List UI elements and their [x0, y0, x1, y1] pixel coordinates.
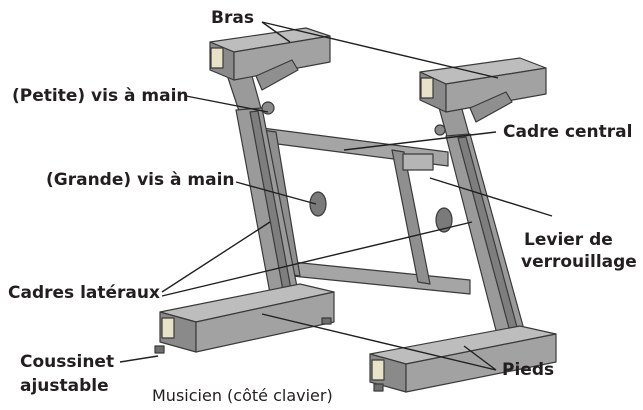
label-cadre-central: Cadre central: [503, 122, 633, 142]
large-hand-screw-right: [435, 207, 453, 233]
leader-bras-left: [261, 21, 291, 43]
large-hand-screw: [309, 191, 327, 217]
leader-pieds-right: [463, 345, 497, 371]
label-coussinet-line1: Coussinet: [20, 352, 115, 372]
leader-grande-vis: [235, 181, 317, 205]
leader-bras-right: [261, 21, 499, 79]
leader-coussinet: [119, 355, 159, 363]
label-grande-vis: (Grande) vis à main: [46, 170, 235, 190]
left-foot-cap: [161, 317, 175, 339]
adjustable-pad-right: [373, 383, 384, 392]
leader-cadre-central: [343, 131, 497, 151]
right-arm-cap: [420, 77, 434, 99]
leader-pieds-left: [261, 313, 497, 371]
label-pieds: Pieds: [502, 360, 555, 380]
label-coussinet-line2: ajustable: [20, 376, 109, 396]
leader-cadres-lateraux-right: [161, 221, 473, 297]
left-arm-cap: [210, 47, 224, 69]
leader-cadres-lateraux-left: [161, 221, 271, 293]
adjustable-pad-left-rear: [321, 317, 332, 325]
right-arm-side: [445, 67, 547, 113]
stand-illustration: [154, 27, 557, 393]
adjustable-pad-left: [154, 345, 165, 354]
right-foot-side: [405, 333, 557, 393]
left-arm-side: [233, 35, 331, 81]
label-cadres-lateraux: Cadres latéraux: [8, 283, 160, 303]
small-hand-screw-right: [434, 124, 446, 136]
leader-lines: [119, 21, 553, 371]
left-arm-support: [255, 59, 299, 91]
right-foot-cap: [371, 359, 385, 381]
locking-lever-block: [402, 153, 434, 171]
leader-levier: [429, 177, 553, 217]
caption-musicien: Musicien (côté clavier): [152, 386, 333, 405]
central-frame-right-post: [391, 149, 431, 285]
left-foot-side: [195, 291, 335, 353]
label-petite-vis: (Petite) vis à main: [12, 86, 189, 106]
right-side-frame-inner: [457, 136, 522, 344]
label-levier-line1: Levier de: [524, 230, 613, 250]
leader-petite-vis: [185, 95, 269, 113]
label-bras: Bras: [211, 8, 254, 28]
label-levier-line2: verrouillage: [521, 252, 637, 272]
small-hand-screw: [261, 101, 275, 115]
right-arm-support: [469, 91, 513, 123]
